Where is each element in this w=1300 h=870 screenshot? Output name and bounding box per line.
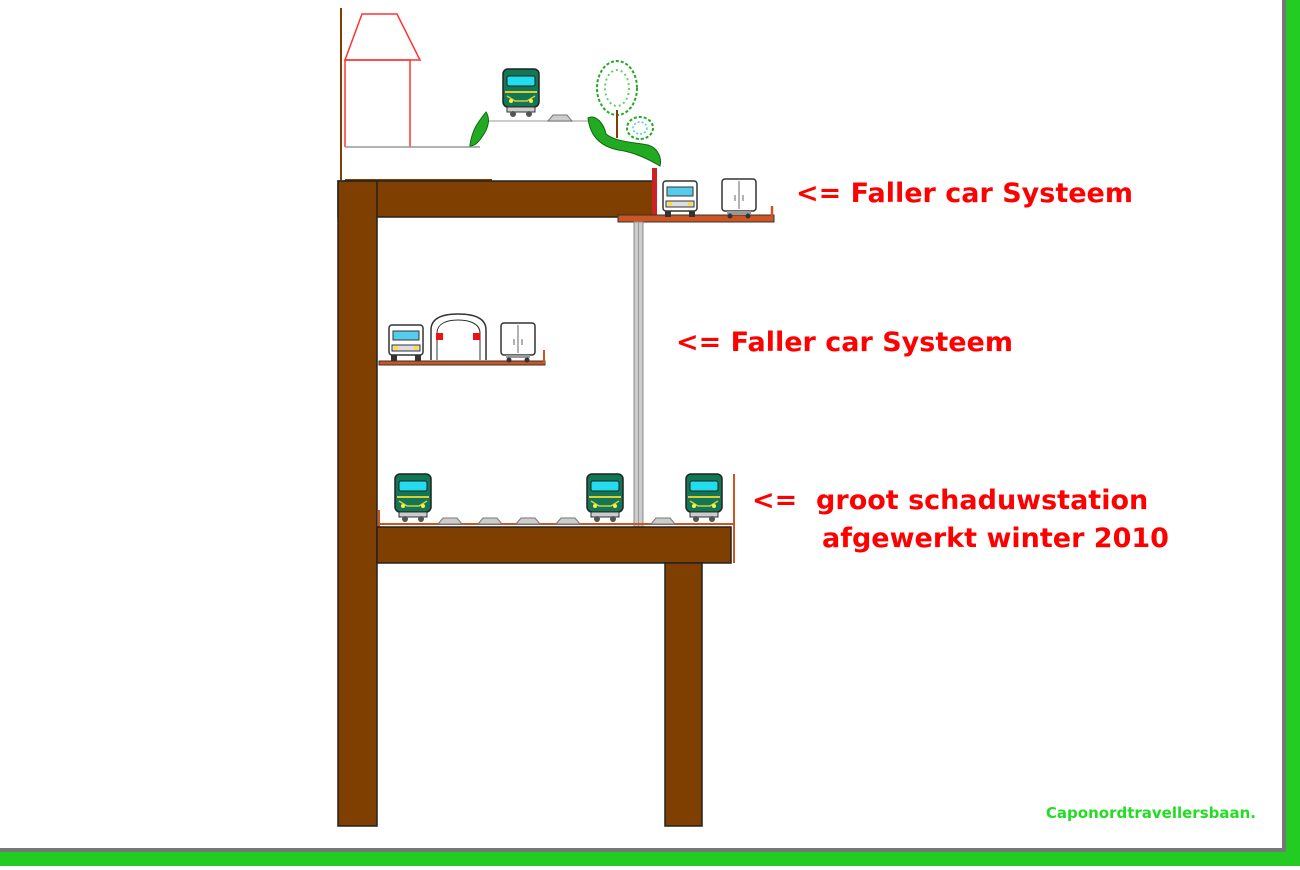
locomotive-icon bbox=[685, 473, 723, 523]
car-wash-gate-icon bbox=[430, 313, 487, 360]
upper-level-label: <= Faller car Systeem bbox=[796, 178, 1133, 209]
upper-road-platform bbox=[617, 214, 775, 223]
shadow-station-label-line2: afgewerkt winter 2010 bbox=[822, 523, 1169, 554]
shadow-station-label-line1: <= groot schaduwstation bbox=[752, 485, 1149, 516]
truck-icon bbox=[388, 324, 424, 362]
tree-icon bbox=[626, 116, 654, 140]
middle-level-label: <= Faller car Systeem bbox=[676, 327, 1013, 358]
tree-icon bbox=[596, 60, 638, 138]
right-column bbox=[664, 562, 703, 827]
truck-icon bbox=[662, 180, 698, 218]
frame-border-bottom bbox=[0, 850, 1300, 866]
bush-icon bbox=[587, 116, 661, 167]
frame-border-right bbox=[1284, 0, 1300, 866]
ballast-icon bbox=[515, 517, 541, 525]
ballast-icon bbox=[650, 517, 676, 525]
upper-beam bbox=[337, 180, 657, 218]
locomotive-icon bbox=[586, 473, 624, 523]
locomotive-icon bbox=[394, 473, 432, 523]
ballast-icon bbox=[437, 517, 463, 525]
middle-road-platform bbox=[378, 360, 546, 366]
credit-text: Caponordtravellersbaan. bbox=[1045, 804, 1256, 822]
ballast-icon bbox=[547, 114, 573, 122]
trailer-icon bbox=[721, 178, 757, 220]
frame-shadow-right bbox=[1282, 0, 1286, 852]
bush-icon bbox=[469, 111, 489, 147]
ballast-icon bbox=[477, 517, 503, 525]
signal-post bbox=[652, 168, 657, 216]
ballast-icon bbox=[555, 517, 581, 525]
lower-beam bbox=[376, 526, 732, 564]
frame-shadow-bottom bbox=[0, 848, 1286, 852]
house-icon bbox=[340, 8, 492, 181]
trailer-icon bbox=[500, 322, 536, 364]
locomotive-icon bbox=[502, 68, 540, 118]
left-column bbox=[337, 180, 378, 827]
